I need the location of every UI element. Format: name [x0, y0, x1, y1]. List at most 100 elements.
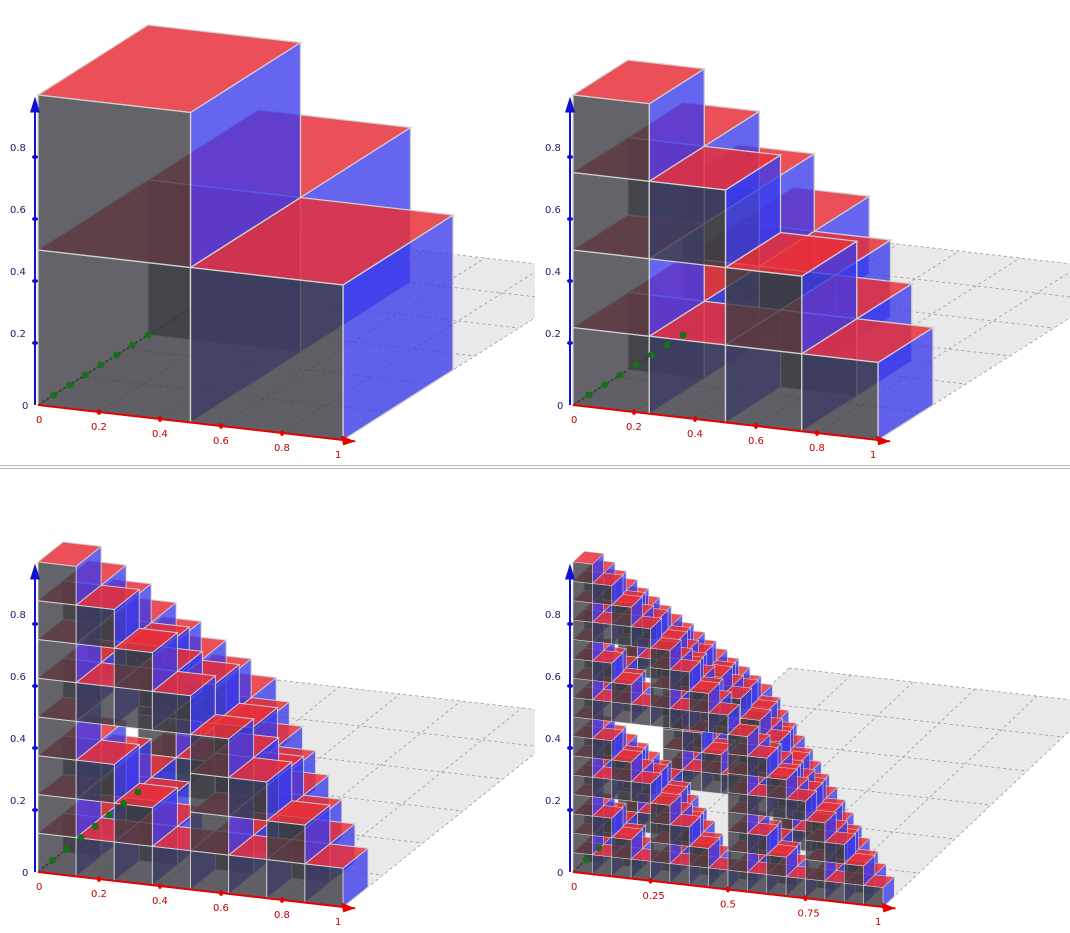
x-tick-mark: [632, 409, 636, 415]
cube: [766, 844, 799, 878]
z-tick-label: 0.8: [545, 610, 561, 621]
y-tick-mark: [48, 857, 56, 865]
cube: [571, 59, 707, 183]
z-tick-mark: [567, 808, 573, 812]
cube: [611, 594, 644, 628]
grid-line: [644, 803, 956, 840]
z-tick-mark: [567, 746, 573, 750]
cube: [189, 714, 255, 779]
grid-line: [788, 667, 1070, 701]
z-tick-label: 0.4: [10, 734, 26, 745]
y-tick-mark: [120, 799, 128, 807]
cube: [824, 831, 857, 865]
cube: [265, 800, 332, 865]
cube: [688, 835, 721, 869]
x-tick-label: 1: [335, 917, 341, 928]
cube: [669, 658, 702, 693]
x-tick-label: 0.6: [213, 903, 229, 914]
y-tick-mark: [663, 341, 671, 349]
x-tick-label: 0.75: [798, 908, 820, 919]
x-tick-label: 1: [335, 450, 341, 461]
cube: [74, 584, 141, 650]
y-tick-mark: [648, 351, 656, 359]
y-tick-mark: [81, 371, 89, 379]
x-tick-label: 0.6: [213, 436, 229, 447]
z-tick-mark: [567, 684, 573, 688]
z-tick-label: 0.2: [545, 796, 561, 807]
cube: [611, 826, 644, 860]
cube: [785, 788, 818, 822]
y-tick-mark: [113, 351, 121, 359]
y-tick-mark: [144, 331, 152, 339]
x-axis-arrow: [881, 902, 896, 913]
cube: [746, 745, 779, 779]
z-tick-mark: [32, 808, 38, 812]
cube: [630, 615, 663, 649]
z-tick-mark: [32, 217, 38, 221]
z-tick-mark: [32, 746, 38, 750]
y-tick-mark: [582, 856, 590, 864]
x-tick-label: 0: [571, 415, 577, 426]
cube: [647, 145, 783, 269]
z-tick-mark: [32, 279, 38, 283]
x-axis: [572, 404, 891, 443]
x-tick-label: 0.8: [809, 443, 825, 454]
z-tick-label: 0.6: [10, 205, 26, 216]
cube: [188, 196, 455, 442]
x-tick-label: 1: [875, 917, 881, 928]
x-tick-mark: [219, 423, 223, 429]
cube: [36, 541, 103, 607]
y-tick-mark: [65, 381, 73, 389]
z-tick-mark: [32, 622, 38, 626]
z-tick-mark: [567, 279, 573, 283]
x-tick-label: 0.4: [152, 896, 168, 907]
grid-line: [752, 701, 1064, 738]
z-tick-label: 0.2: [10, 796, 26, 807]
x-axis-arrow: [341, 435, 356, 446]
y-tick-mark: [595, 844, 603, 852]
x-tick-label: 1: [870, 450, 876, 461]
x-tick-mark: [803, 895, 808, 902]
y-tick-mark: [134, 788, 142, 796]
z-tick-label: 0.8: [10, 610, 26, 621]
y-tick-mark: [616, 371, 624, 379]
cube: [591, 805, 624, 839]
x-axis-arrow: [341, 902, 356, 913]
z-tick-label: 0.2: [545, 329, 561, 340]
cube: [843, 852, 876, 887]
cube: [746, 822, 779, 856]
z-tick-label: 0.6: [10, 672, 26, 683]
x-tick-mark: [158, 883, 162, 889]
y-tick-mark: [128, 341, 136, 349]
fractal-plot-3: 0.20.40.60.800.20.40.60.810: [10, 541, 535, 928]
x-axis: [37, 871, 356, 910]
x-tick-mark: [219, 890, 223, 896]
grid-line: [882, 729, 1070, 908]
cube: [591, 572, 624, 606]
y-tick-mark: [97, 361, 105, 369]
cube: [227, 757, 293, 822]
x-tick-label: 0.5: [720, 900, 736, 911]
y-tick-mark: [679, 331, 687, 339]
z-tick-label: 0.4: [545, 734, 561, 745]
origin-label: 0: [22, 868, 28, 879]
z-tick-mark: [32, 155, 38, 159]
cube: [36, 24, 303, 269]
cube: [591, 650, 624, 684]
y-tick-mark: [600, 381, 608, 389]
x-tick-mark: [693, 416, 697, 422]
y-tick-mark: [105, 811, 113, 819]
cube: [766, 766, 799, 800]
cube: [303, 843, 370, 908]
x-tick-label: 0.6: [748, 436, 764, 447]
x-tick-label: 0.4: [687, 429, 703, 440]
x-tick-mark: [97, 409, 101, 415]
z-tick-label: 0.8: [10, 143, 26, 154]
x-tick-label: 0.2: [91, 422, 107, 433]
x-tick-label: 0: [36, 882, 42, 893]
cube: [630, 770, 663, 804]
